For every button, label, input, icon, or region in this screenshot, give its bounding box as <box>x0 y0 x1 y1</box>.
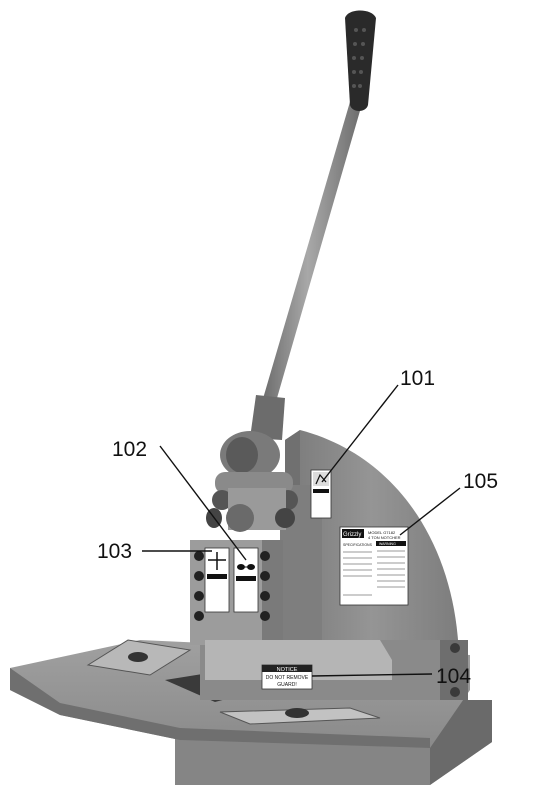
leader-101 <box>321 384 399 483</box>
lever-handle <box>250 10 376 440</box>
model-line2: 4 TON NOTCHER <box>368 535 401 540</box>
specifications-heading: SPECIFICATIONS <box>343 543 373 547</box>
ram-guard <box>190 540 392 690</box>
callout-102: 102 <box>112 438 147 461</box>
notice-line2: GUARD! <box>277 682 296 688</box>
pivot-linkage <box>206 431 298 532</box>
model-line1: MODEL G7182 <box>368 530 396 535</box>
leader-102 <box>159 445 247 561</box>
callout-104: 104 <box>436 665 471 688</box>
leader-104 <box>311 673 433 677</box>
frame-bolts <box>450 643 460 697</box>
callout-leaders <box>142 384 461 677</box>
callout-105: 105 <box>463 470 498 493</box>
notice-line1: DO NOT REMOVE <box>266 675 309 681</box>
warning-heading: WARNING <box>379 542 396 546</box>
decal-105-spec-plate: Grizzly MODEL G7182 4 TON NOTCHER SPECIF… <box>339 526 409 606</box>
callout-103: 103 <box>97 540 132 563</box>
brand-text: Grizzly <box>343 532 361 538</box>
notice-title: NOTICE <box>277 667 298 673</box>
decal-101 <box>310 469 332 519</box>
decal-104-notice: NOTICE DO NOT REMOVE GUARD! <box>261 664 313 690</box>
callout-101: 101 <box>400 367 435 390</box>
leader-105 <box>399 487 461 536</box>
